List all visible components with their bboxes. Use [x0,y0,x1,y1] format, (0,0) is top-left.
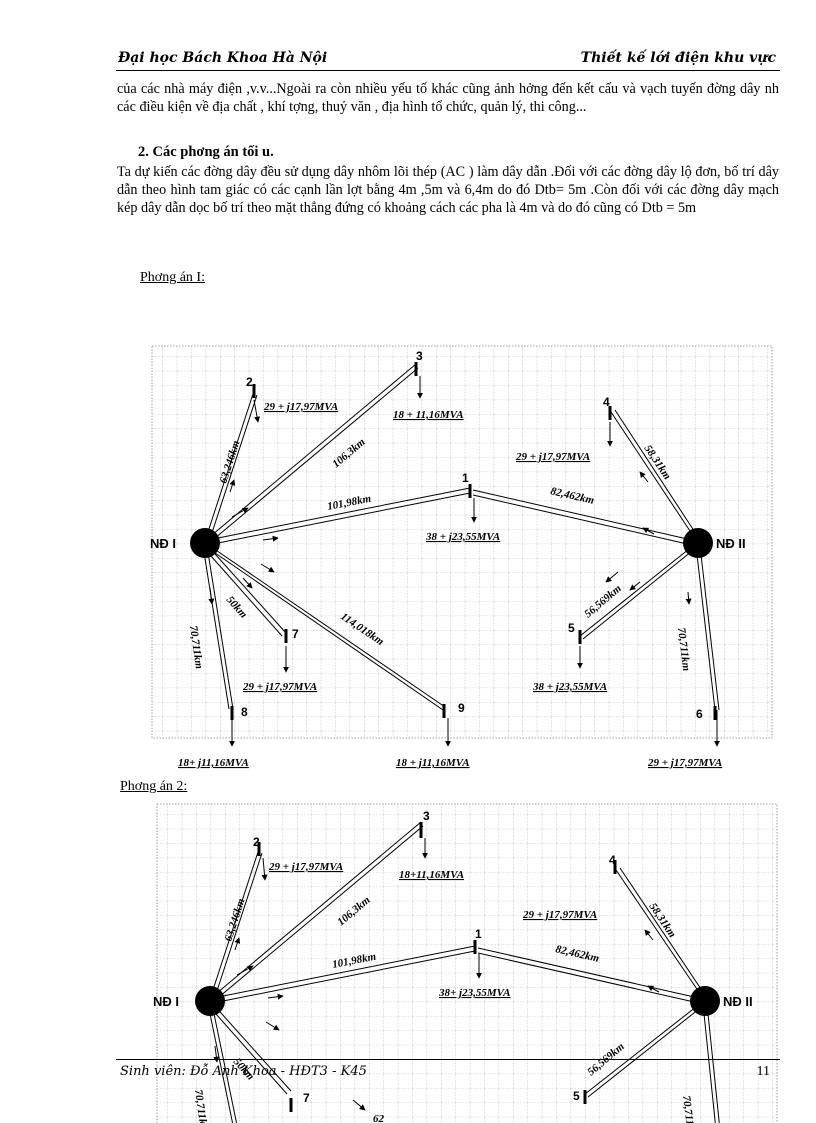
load-7: 29 + j17,97MVA [242,681,317,693]
load-2: 29 + j17,97MVA [263,401,338,413]
network-diagram-2: NĐ I NĐ II 2 3 1 4 5 7 63,246km 106,3km … [153,800,793,1123]
bus-7-label-2: 7 [303,1091,310,1105]
load-8: 18+ j11,16MVA [178,757,249,769]
bus-6-label: 6 [696,707,703,721]
line-nd2-6-length-2: 70,711km [680,1095,697,1123]
generator-nd1-node [190,528,220,558]
footer-author: Sinh viên: Đỗ Anh Khoa - HĐT3 - K45 [120,1064,367,1079]
footer-rule [116,1059,780,1060]
bus-9-label: 9 [458,701,465,715]
bus-5-label: 5 [568,621,575,635]
load-4-v2: 29 + j17,97MVA [522,909,597,921]
nd2-label: NĐ II [716,536,746,551]
nd1-label: NĐ I [150,536,176,551]
bus-8-label: 8 [241,705,248,719]
nd2-label-2: NĐ II [723,994,753,1009]
load-5: 38 + j23,55MVA [532,681,607,693]
bus-3-label-2: 3 [423,809,430,823]
line-nd2-6-length: 70,711km [675,627,692,672]
paragraph-1: của các nhà máy điện ,v.v...Ngoài ra còn… [117,81,779,115]
header-university: Đại học Bách Khoa Hà Nội [118,50,328,66]
bus-1-label-2: 1 [475,927,482,941]
bus-4-label: 4 [603,395,610,409]
line-nd1-8-length-2: 70,711km [192,1089,210,1123]
header-rule [116,70,780,71]
generator-nd2-node [683,528,713,558]
bus-3-label: 3 [416,349,423,363]
load-9: 18 + j11,16MVA [396,757,470,769]
bus-5-label-2: 5 [573,1089,580,1103]
bus-2-label: 2 [246,375,253,389]
load-1-v2: 38+ j23,55MVA [438,987,510,999]
variant-2-title: Phơng án 2: [120,779,188,794]
load-6: 29 + j17,97MVA [647,757,722,769]
bus-4-label-2: 4 [609,853,616,867]
section-heading: 2. Các phơng án tối u. [138,144,274,160]
load-2-v2: 29 + j17,97MVA [268,861,343,873]
bus-7-label: 7 [292,627,299,641]
load-4: 29 + j17,97MVA [515,451,590,463]
bus-1-label: 1 [462,471,469,485]
bus-2-label-2: 2 [253,835,260,849]
variant-1-title: Phơng án I: [140,270,205,285]
load-3: 18 + 11,16MVA [393,409,464,421]
load-3-v2: 18+11,16MVA [399,869,464,881]
nd1-label-2: NĐ I [153,994,179,1009]
load-9-v2-partial: 62 [373,1113,385,1123]
network-diagram-1: NĐ I NĐ II 2 3 1 4 5 6 7 8 9 63,246km 10… [148,342,788,782]
paragraph-2: Ta dự kiến các đờng dây đều sử dụng dây … [117,164,779,216]
page-number: 11 [756,1064,770,1079]
load-1: 38 + j23,55MVA [425,531,500,543]
header-title: Thiết kế lới điện khu vực [580,50,776,66]
